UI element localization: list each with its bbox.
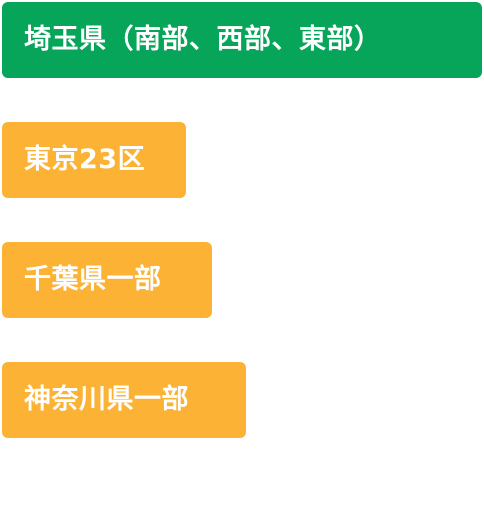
region-button-kanagawa[interactable]: 神奈川県一部 <box>2 362 246 438</box>
region-button-tokyo-23-wards[interactable]: 東京23区 <box>2 122 186 198</box>
region-button-saitama[interactable]: 埼玉県（南部、西部、東部） <box>2 2 482 78</box>
region-button-chiba[interactable]: 千葉県一部 <box>2 242 212 318</box>
